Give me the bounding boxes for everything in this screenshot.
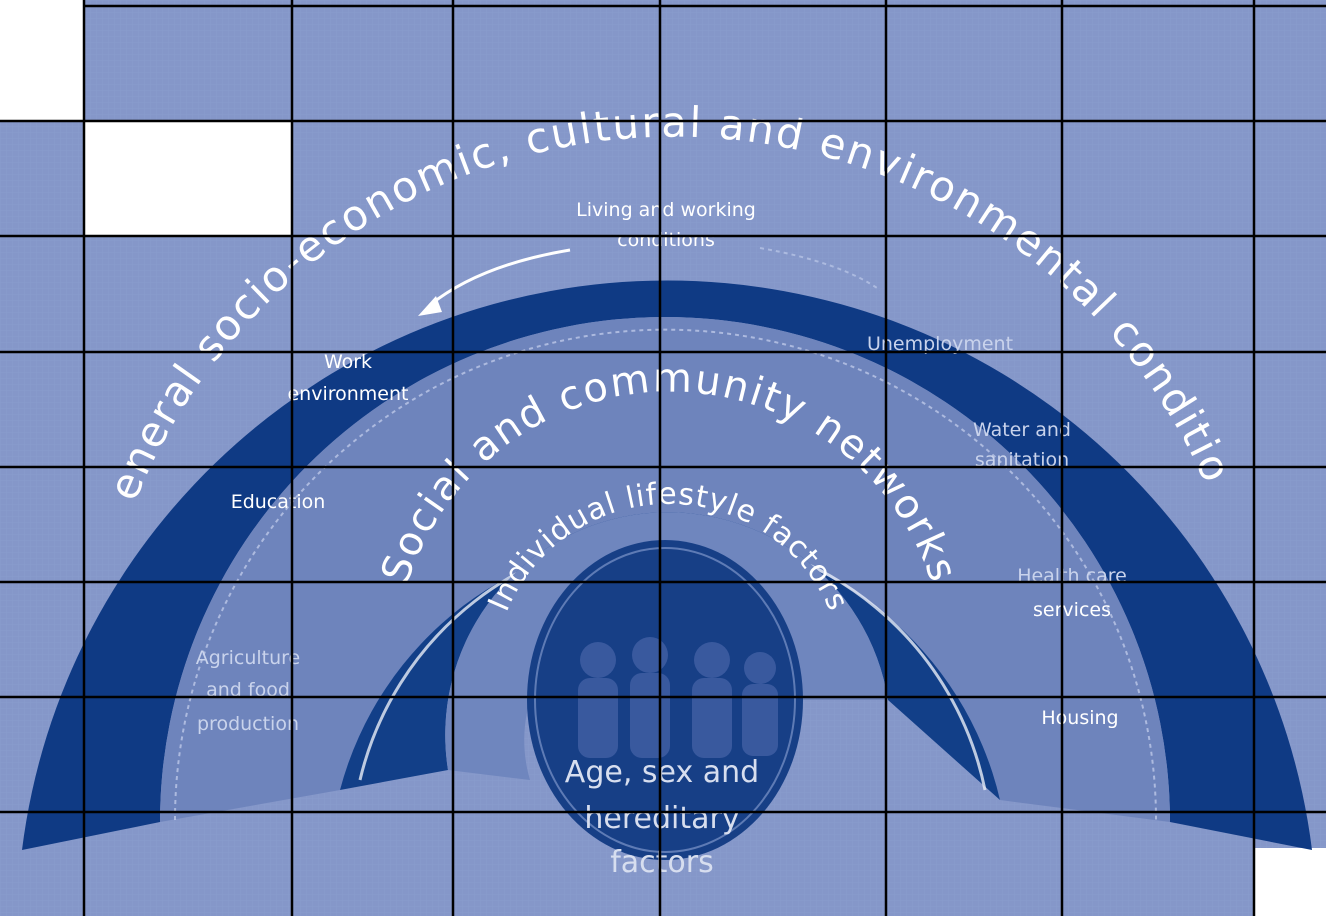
core-label: Age, sex and hereditary factors — [565, 755, 759, 880]
agriculture-label-line2: and food — [206, 679, 290, 701]
work-environment-label-line1: Work — [324, 351, 372, 373]
water-sanitation-label-line2: sanitation — [975, 449, 1069, 471]
education-label: Education — [231, 491, 326, 513]
living-working-label-line1: Living and working — [576, 199, 756, 221]
work-environment-label-line2: environment — [287, 383, 408, 405]
svg-text:hereditary: hereditary — [584, 801, 739, 836]
health-care-label-line1: Health care — [1017, 565, 1127, 587]
svg-text:factors: factors — [610, 845, 714, 880]
white-corner-inner — [84, 120, 292, 236]
svg-text:Age, sex and: Age, sex and — [565, 755, 759, 790]
lifestyle-band — [445, 512, 888, 780]
living-working-label-line2: conditions — [617, 229, 715, 251]
unemployment-label: Unemployment — [867, 333, 1013, 355]
white-corner-top-left — [0, 0, 84, 120]
housing-label: Housing — [1041, 707, 1118, 729]
determinant-labels: Living and working conditions Work envir… — [196, 199, 1127, 735]
arrow-icon — [418, 247, 881, 316]
agriculture-label-line1: Agriculture — [196, 647, 301, 669]
water-sanitation-label-line1: Water and — [973, 419, 1071, 441]
health-care-label-line2: services — [1033, 599, 1111, 621]
agriculture-label-line3: production — [197, 713, 299, 735]
living-working-band — [160, 317, 1170, 822]
white-corner-bottom-right — [1254, 848, 1326, 916]
outer-band — [22, 280, 1312, 850]
